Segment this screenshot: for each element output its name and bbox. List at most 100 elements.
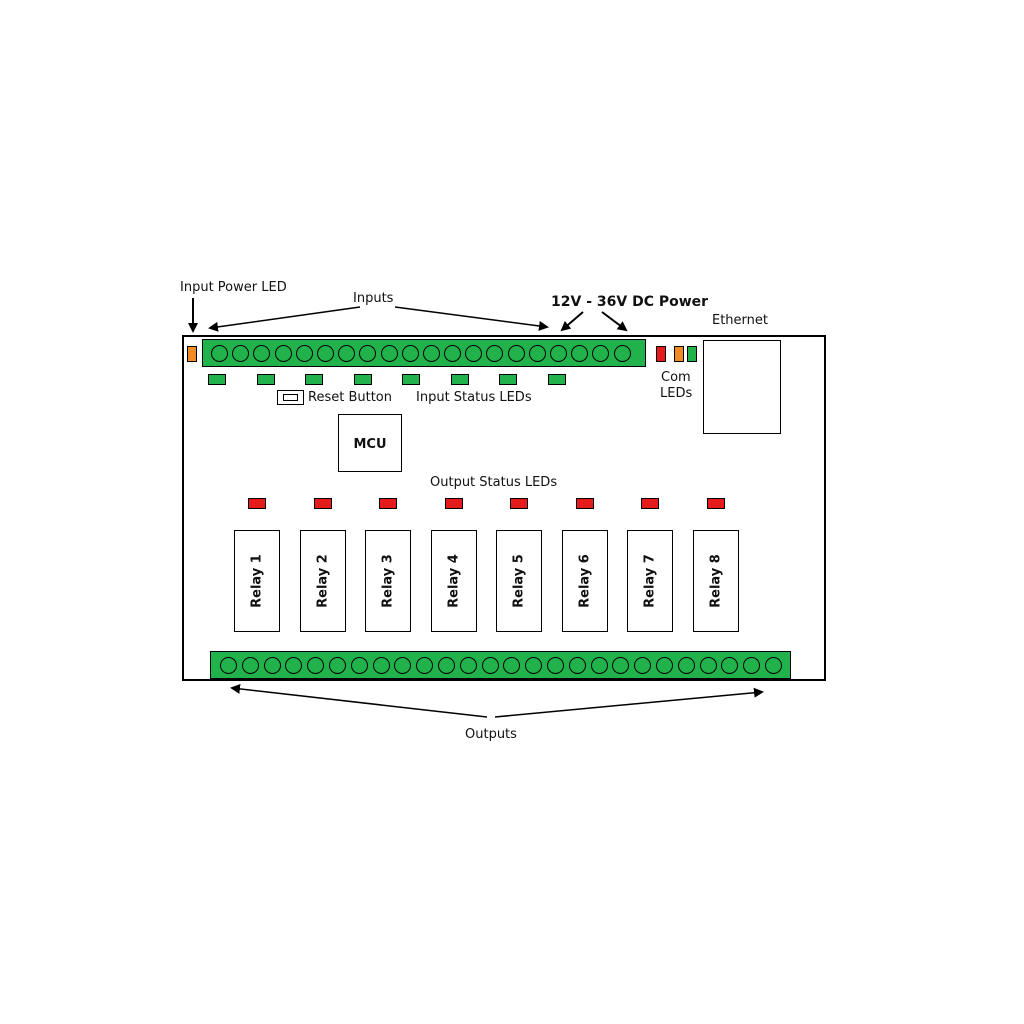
input-terminal-block [202,339,646,367]
terminal-screw [721,656,739,674]
terminal-screw [481,656,499,674]
terminal-screw [612,656,630,674]
relay-2: Relay 2 [299,530,346,632]
outputs-label: Outputs [465,727,517,742]
terminal-screw [465,344,483,362]
input-power-led-label: Input Power LED [180,280,287,295]
relay-label: Relay 8 [708,554,723,608]
terminal-screw [486,344,504,362]
reset-button-label: Reset Button [308,390,392,405]
output-terminal-block [210,651,791,679]
relay-label: Relay 6 [577,554,592,608]
terminal-screw [328,656,346,674]
terminal-screw [263,656,281,674]
outputs-arrow-right [494,687,764,718]
terminal-screw [507,344,525,362]
mcu-label: MCU [353,437,387,452]
terminal-screw [316,344,334,362]
output-status-leds-label: Output Status LEDs [430,475,558,490]
terminal-screw [528,344,546,362]
input-status-led-7 [499,374,517,385]
ethernet-label: Ethernet [712,313,768,328]
mcu-chip: MCU [338,414,402,472]
output-status-led-5 [510,498,528,509]
terminal-screw [380,344,398,362]
terminal-screw [307,656,325,674]
terminal-screw [764,656,782,674]
relay-label: Relay 5 [511,554,527,608]
relay-1: Relay 1 [234,530,280,632]
terminal-screw [241,656,259,674]
inputs-arrow-right [394,306,549,331]
relay-5: Relay 5 [496,530,542,632]
terminal-screw [546,656,564,674]
terminal-screw [253,344,271,362]
input-status-led-3 [305,374,323,385]
output-status-led-8 [706,498,725,509]
input-status-leds-label: Input Status LEDs [416,390,532,405]
terminal-screw [503,656,521,674]
terminal-screw [285,656,303,674]
input-status-led-8 [547,374,566,385]
power-arrow-left [560,311,584,332]
input-status-led-2 [256,374,275,385]
reset-button[interactable] [277,390,304,405]
relay-6: Relay 6 [561,530,608,632]
input-power-led [187,346,197,362]
input-status-led-5 [402,374,420,385]
terminal-screw [401,344,419,362]
outputs-arrow-left [230,683,488,718]
terminal-screw [590,656,608,674]
terminal-screw [416,656,434,674]
dc-power-label: 12V - 36V DC Power [551,294,709,310]
output-status-led-4 [444,498,463,509]
terminal-screw [422,344,440,362]
output-status-led-2 [313,498,332,509]
terminal-screw [350,656,368,674]
relay-label: Relay 3 [380,554,396,608]
input-status-led-1 [208,374,226,385]
com-led-green [687,346,697,362]
terminal-screw [211,344,228,362]
output-status-led-7 [641,498,659,509]
terminal-screw [571,344,589,362]
terminal-screw [677,656,695,674]
terminal-screw [359,344,377,362]
output-status-led-1 [248,498,266,509]
terminal-screw [394,656,412,674]
power-arrow-right [601,311,628,332]
relay-3: Relay 3 [365,530,411,632]
terminal-screw [550,344,567,362]
terminal-screw [444,344,462,362]
terminal-screw [437,656,455,674]
output-status-led-3 [379,498,397,509]
terminal-screw [613,344,631,362]
terminal-screw [634,656,652,674]
inputs-label: Inputs [353,291,394,306]
com-led-orange [674,346,684,362]
terminal-screw [655,656,673,674]
terminal-screw [699,656,717,674]
terminal-screw [274,344,292,362]
inputs-arrow-left [208,306,361,332]
relay-8: Relay 8 [692,530,739,632]
relay-7: Relay 7 [627,530,673,632]
reset-button-cap [283,394,298,401]
com-led-red [656,346,666,362]
terminal-screw [592,344,610,362]
relay-label: Relay 4 [446,554,461,608]
relay-label: Relay 1 [249,554,265,608]
terminal-screw [743,656,761,674]
terminal-screw [568,656,586,674]
terminal-screw [372,656,390,674]
terminal-screw [338,344,356,362]
relay-4: Relay 4 [430,530,477,632]
terminal-screw [459,656,477,674]
relay-label: Relay 7 [642,554,658,608]
com-leds-label-line1: Com [661,370,691,385]
com-leds-label-line2: LEDs [660,386,693,401]
output-status-led-6 [575,498,594,509]
ethernet-port [703,340,781,434]
relay-label: Relay 2 [315,554,330,608]
input-status-led-6 [450,374,469,385]
